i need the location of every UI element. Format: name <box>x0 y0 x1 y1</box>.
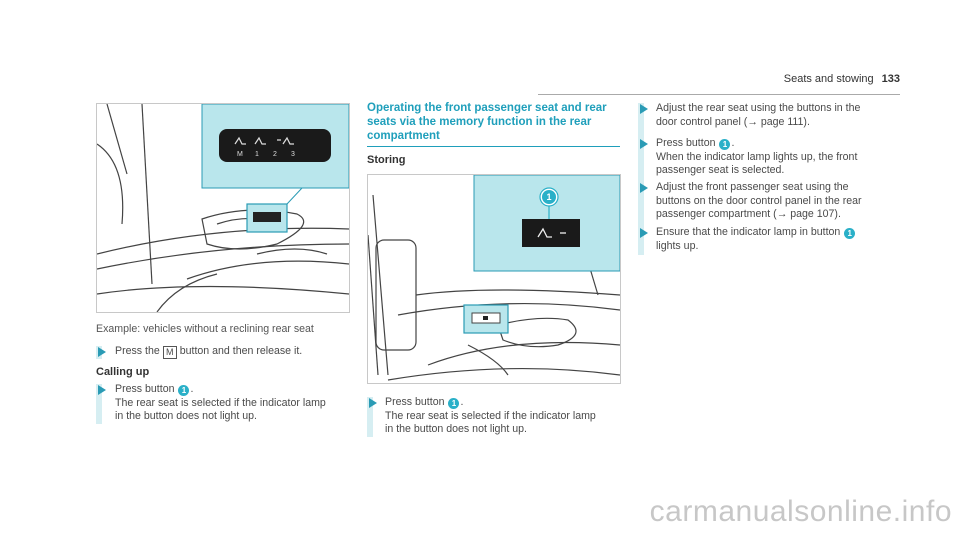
figure-caption: Example: vehicles without a reclining re… <box>96 323 314 335</box>
step-detail: The rear seat is selected if the indicat… <box>385 409 596 422</box>
step-press-button-1: Press button 1. When the indicator lamp … <box>656 137 857 178</box>
step-text: Adjust the front passenger seat using th… <box>656 181 849 193</box>
step-press-button-1: Press button 1. The rear seat is selecte… <box>385 396 596 437</box>
step-arrow-icon <box>98 385 106 395</box>
step-text: . <box>190 383 194 395</box>
step-arrow-icon <box>640 228 648 238</box>
memory-label-2: 2 <box>273 151 277 158</box>
step-adjust-front-seat: Adjust the front passenger seat using th… <box>656 181 862 222</box>
step-text: Press button <box>115 383 175 395</box>
step-arrow-icon <box>98 347 106 357</box>
step-arrow-icon <box>640 139 648 149</box>
callout-1-icon: 1 <box>448 398 460 409</box>
page-reference-link[interactable]: passenger compartment (→ page 107). <box>656 208 841 220</box>
step-text: . <box>460 396 464 408</box>
callout-1-label: 1 <box>546 192 551 202</box>
heading-line: Operating the front passenger seat and r… <box>367 102 607 114</box>
step-press-button-1: Press button 1. The rear seat is selecte… <box>115 383 326 424</box>
step-detail: in the button does not light up. <box>385 423 527 435</box>
storing-heading: Storing <box>367 154 406 166</box>
heading-line: seats via the memory function in the rea… <box>367 116 592 128</box>
step-text: button and then release it. <box>179 345 303 357</box>
page-number: 133 <box>881 73 900 85</box>
callout-1-icon: 1 <box>719 139 731 150</box>
step-text: . <box>731 137 735 149</box>
memory-label-m: M <box>237 151 243 158</box>
step-arrow-icon <box>640 183 648 193</box>
page-reference-link[interactable]: door control panel (→ page 111). <box>656 115 810 128</box>
callout-1-icon: 1 <box>178 385 190 396</box>
step-text: Ensure that the indicator lamp in button <box>656 226 841 238</box>
rear-door-figure: 1 <box>367 174 621 384</box>
step-detail: lights up. <box>656 239 699 252</box>
header-title: Seats and stowing <box>783 73 874 85</box>
callout-1-icon: 1 <box>844 228 856 239</box>
steps-bar <box>638 103 644 255</box>
step-arrow-icon <box>369 398 377 408</box>
section-rule <box>367 146 620 147</box>
step-text: buttons on the door control panel in the… <box>656 194 862 207</box>
page-header: Seats and stowing 133 <box>784 73 900 85</box>
memory-label-1: 1 <box>255 151 259 158</box>
section-heading: Operating the front passenger seat and r… <box>367 101 607 143</box>
header-rule <box>538 94 900 95</box>
step-detail: passenger seat is selected. <box>656 164 785 176</box>
memory-label-3: 3 <box>291 151 295 158</box>
step-detail: in the button does not light up. <box>115 410 257 422</box>
watermark: carmanualsonline.info <box>649 495 952 528</box>
step-text: Press the <box>115 345 160 357</box>
step-arrow-icon <box>640 104 648 114</box>
step-text: Press button <box>656 137 716 149</box>
calling-up-heading: Calling up <box>96 366 150 378</box>
step-ensure-lamp: Ensure that the indicator lamp in button… <box>656 226 856 253</box>
door-panel-figure: M 1 2 3 <box>96 103 350 313</box>
step-adjust-rear-seat: Adjust the rear seat using the buttons i… <box>656 102 860 129</box>
heading-line: compartment <box>367 130 440 142</box>
m-button-icon: M <box>162 346 177 359</box>
step-bar <box>367 397 373 437</box>
step-text: Adjust the rear seat using the buttons i… <box>656 102 861 114</box>
step-detail: When the indicator lamp lights up, the f… <box>656 150 858 163</box>
step-text: Press button <box>385 396 445 408</box>
step-bar <box>96 384 102 424</box>
step-detail: The rear seat is selected if the indicat… <box>115 396 326 409</box>
